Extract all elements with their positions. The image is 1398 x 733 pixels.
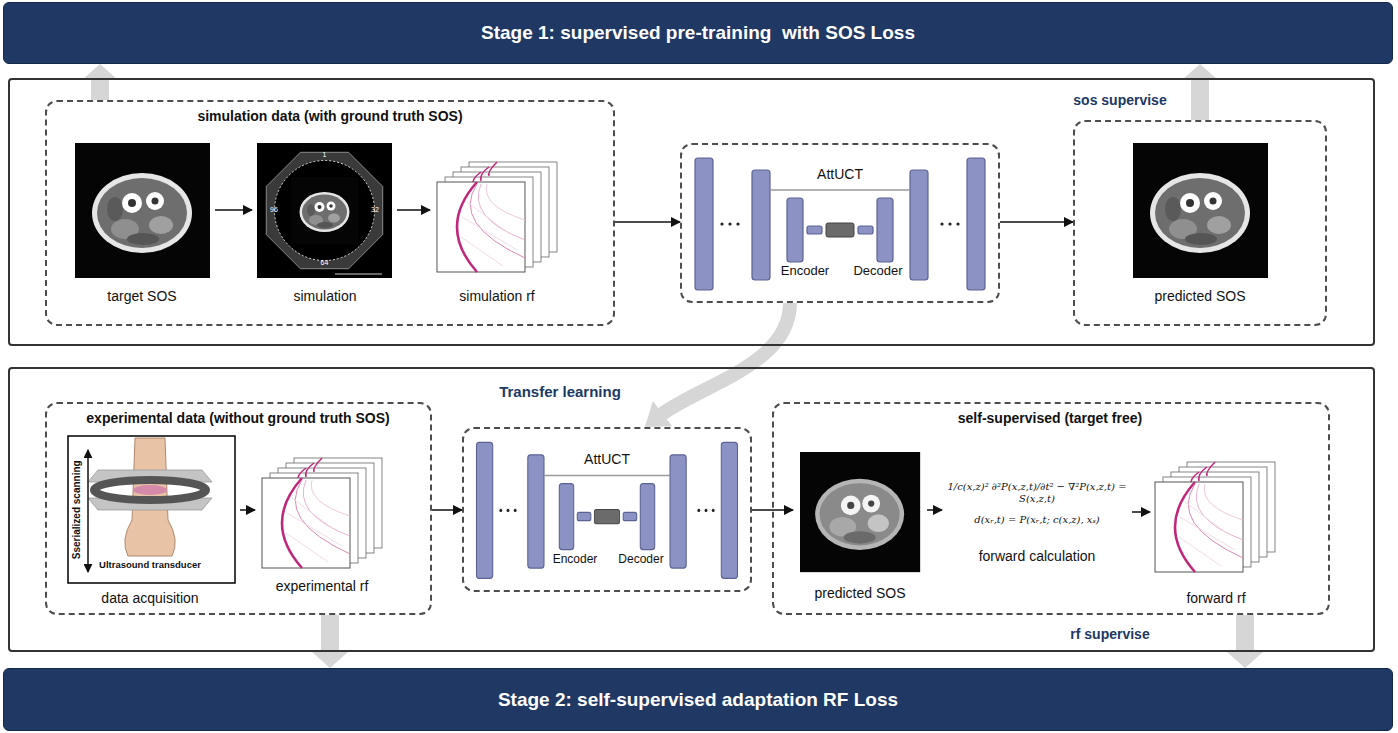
predicted-sos-image (1133, 143, 1268, 278)
image-item: experimental rf (255, 450, 395, 600)
flow-arrow (397, 209, 430, 211)
network-sketch (695, 158, 985, 290)
stage-panel: rf supervise experimental data (without g… (8, 367, 1375, 652)
scan-direction-label: Sserialized scanning (70, 461, 82, 560)
image-item: simulation (252, 140, 397, 312)
network-sketch (477, 442, 738, 578)
element-index: 32 (371, 206, 379, 214)
flow-arrow (1000, 221, 1073, 223)
image-caption: target SOS (107, 288, 176, 304)
output-box: predicted SOS (1073, 120, 1327, 326)
stage-banner: Stage 1: supervised pre-training with SO… (3, 2, 1393, 64)
block-arrow (82, 64, 118, 100)
data-equation: d(xᵣ,t) = P(xᵣ,t; c(x,z), xₛ) (947, 514, 1127, 526)
illustration-shape (291, 177, 359, 245)
illustration-shape (87, 450, 89, 572)
group-title: experimental data (without ground truth … (86, 410, 389, 426)
network-box: AttUCT Encoder Decoder (462, 427, 752, 592)
data-group: experimental data (without ground truth … (45, 402, 432, 615)
illustration-shape (133, 485, 167, 495)
illustration-shape (68, 436, 235, 583)
block-arrow (312, 615, 348, 668)
simulation-image (257, 143, 392, 278)
group-title: simulation data (with ground truth SOS) (197, 108, 462, 124)
forward-rf-stack (1155, 462, 1275, 572)
decoder-label: Decoder (618, 553, 663, 567)
illustration-shape (94, 480, 206, 500)
step-caption: forward calculation (979, 548, 1096, 564)
flow-arrow (240, 509, 255, 511)
element-index: 1 (323, 151, 327, 159)
target-sos-image (75, 143, 210, 278)
image-item: data acquisition (62, 433, 240, 611)
banner-title: Stage 2: self-supervised adaptation RF L… (498, 689, 898, 711)
transfer-arrow-head (645, 401, 672, 427)
flow-arrow (1132, 511, 1150, 513)
flow-arrow (927, 509, 942, 511)
equation-block: 1/c(x,z)² ∂²P(x,z,t)/∂t² − ∇²P(x,z,t) = … (942, 478, 1132, 578)
stage-banner: Stage 2: self-supervised adaptation RF L… (3, 668, 1393, 731)
stage-panel: sos supervise simulation data (with groun… (8, 78, 1375, 346)
block-arrow (1182, 64, 1218, 120)
group-title: self-supervised (target free) (958, 410, 1142, 426)
data-group: simulation data (with ground truth SOS) t… (45, 100, 615, 326)
image-item: predicted SOS (793, 445, 927, 610)
network-name: AttUCT (817, 166, 863, 182)
image-caption: data acquisition (101, 590, 198, 606)
block-arrow (1227, 615, 1263, 668)
simulation-rf-stack (437, 162, 557, 272)
supervision-label: rf supervise (1070, 626, 1149, 642)
illustration-shape (257, 143, 392, 278)
acquisition-sketch (68, 436, 235, 583)
image-caption: experimental rf (276, 578, 369, 594)
image-caption: simulation rf (459, 288, 534, 304)
transfer-arrow-shaft (661, 303, 790, 415)
image-item: target SOS (70, 140, 215, 312)
decoder-label: Decoder (853, 264, 902, 279)
wave-equation: 1/c(x,z)² ∂²P(x,z,t)/∂t² − ∇²P(x,z,t) = … (947, 481, 1127, 504)
image-item: forward rf (1150, 455, 1290, 605)
image-item: simulation rf (430, 140, 575, 312)
image-caption: predicted SOS (814, 585, 905, 601)
element-index: 96 (270, 206, 278, 214)
flow-arrow (615, 221, 680, 223)
illustration-shape (266, 152, 382, 268)
encoder-label: Encoder (781, 264, 829, 279)
self-supervised-group: self-supervised (target free) predicted S… (772, 402, 1330, 615)
flow-arrow (215, 209, 252, 211)
image-caption: predicted SOS (1154, 288, 1245, 304)
element-index: 64 (321, 259, 329, 267)
image-caption: simulation (293, 288, 356, 304)
network-name: AttUCT (584, 451, 630, 467)
transfer-arrow (645, 303, 790, 427)
encoder-label: Encoder (553, 553, 598, 567)
transducer-label: Ultrasound transducer (99, 560, 201, 571)
supervision-label: sos supervise (1073, 92, 1166, 108)
predicted-sos-image (800, 452, 920, 572)
experimental-rf-stack (262, 458, 382, 568)
illustration-shape (275, 161, 375, 261)
flow-arrow (432, 509, 462, 511)
edge-label: Transfer learning (496, 383, 624, 400)
banner-title: Stage 1: supervised pre-training with SO… (481, 22, 915, 44)
image-caption: forward rf (1186, 590, 1245, 606)
network-box: AttUCT Encoder Decoder (680, 143, 1000, 303)
illustration-shape (335, 274, 382, 275)
